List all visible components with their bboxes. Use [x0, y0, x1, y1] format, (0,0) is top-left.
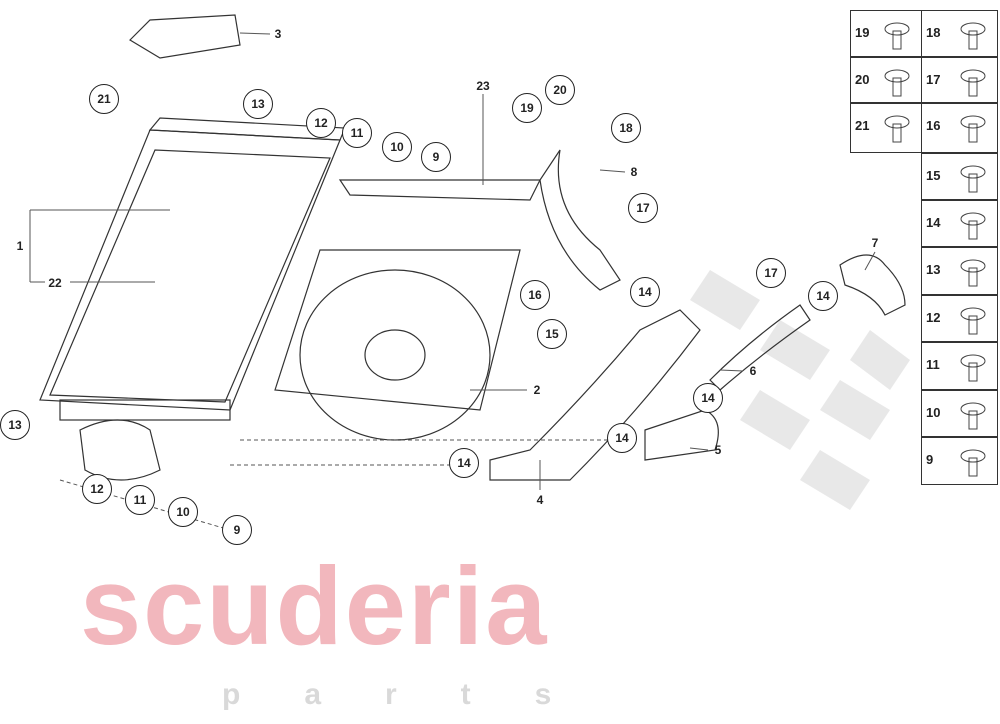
part-icon	[884, 69, 910, 97]
leader-lines	[29, 32, 876, 531]
callout-14: 14	[630, 277, 660, 307]
part-icon	[960, 402, 986, 430]
callout-20: 20	[545, 75, 575, 105]
part-icon	[884, 22, 910, 50]
legend-item-9: 9	[921, 437, 998, 485]
part-label-6: 6	[749, 364, 757, 378]
legend-item-11: 11	[921, 342, 998, 390]
hose-7	[839, 254, 906, 316]
legend-number: 16	[926, 118, 941, 133]
legend-number: 12	[926, 310, 941, 325]
callout-14: 14	[607, 423, 637, 453]
callout-12: 12	[306, 108, 336, 138]
legend-item-20: 20	[850, 57, 922, 103]
legend-number: 18	[926, 25, 941, 40]
legend-number: 20	[855, 72, 870, 87]
part-icon	[960, 307, 986, 335]
thermostat-housing	[79, 419, 161, 481]
callout-19: 19	[512, 93, 542, 123]
callout-9: 9	[421, 142, 451, 172]
hose-6	[709, 304, 811, 391]
legend-number: 9	[926, 452, 934, 467]
callout-14: 14	[693, 383, 723, 413]
legend-number: 14	[926, 215, 941, 230]
part-icon	[960, 354, 986, 382]
part-label-8: 8	[630, 165, 638, 179]
callout-17: 17	[756, 258, 786, 288]
legend-number: 19	[855, 25, 870, 40]
hose-8	[539, 149, 621, 291]
legend-item-17: 17	[921, 57, 998, 103]
legend-number: 17	[926, 72, 941, 87]
part-icon	[960, 22, 986, 50]
part-label-23: 23	[476, 79, 490, 93]
checker-watermark	[690, 270, 910, 510]
watermark-sub: parts	[222, 678, 616, 711]
part-icon	[884, 115, 910, 143]
part-icon	[960, 259, 986, 287]
legend-item-12: 12	[921, 295, 998, 342]
legend-number: 10	[926, 405, 941, 420]
callout-17: 17	[628, 193, 658, 223]
part-icon	[960, 212, 986, 240]
legend-item-14: 14	[921, 200, 998, 247]
legend-item-18: 18	[921, 10, 998, 57]
part-label-4: 4	[536, 493, 544, 507]
part-icon	[960, 69, 986, 97]
callout-15: 15	[537, 319, 567, 349]
legend-number: 15	[926, 168, 941, 183]
part-icon	[960, 165, 986, 193]
callout-13: 13	[0, 410, 30, 440]
hose-5	[644, 409, 719, 461]
callout-10: 10	[168, 497, 198, 527]
legend-number: 13	[926, 262, 941, 277]
radiator	[39, 117, 346, 421]
legend-item-13: 13	[921, 247, 998, 295]
callout-16: 16	[520, 280, 550, 310]
callout-11: 11	[342, 118, 372, 148]
callout-21: 21	[89, 84, 119, 114]
legend-item-19: 19	[850, 10, 922, 57]
legend-item-15: 15	[921, 153, 998, 200]
part-label-1: 1	[16, 239, 24, 253]
watermark-brand: scuderia	[80, 545, 549, 668]
callout-18: 18	[611, 113, 641, 143]
hose-4	[489, 309, 701, 481]
part-label-5: 5	[714, 443, 722, 457]
callout-11: 11	[125, 485, 155, 515]
fan-shroud	[274, 179, 541, 441]
legend-item-21: 21	[850, 103, 922, 153]
callout-9: 9	[222, 515, 252, 545]
part-icon	[960, 115, 986, 143]
part-label-7: 7	[871, 236, 879, 250]
legend-number: 11	[926, 357, 940, 372]
callout-14: 14	[808, 281, 838, 311]
callout-13: 13	[243, 89, 273, 119]
legend-item-16: 16	[921, 103, 998, 153]
callout-12: 12	[82, 474, 112, 504]
part-label-22: 22	[48, 276, 62, 290]
part-icon	[960, 449, 986, 477]
part-label-2: 2	[533, 383, 541, 397]
legend-number: 21	[855, 118, 870, 133]
callout-10: 10	[382, 132, 412, 162]
callout-14: 14	[449, 448, 479, 478]
part-label-3: 3	[274, 27, 282, 41]
legend-item-10: 10	[921, 390, 998, 437]
bracket	[129, 14, 241, 59]
